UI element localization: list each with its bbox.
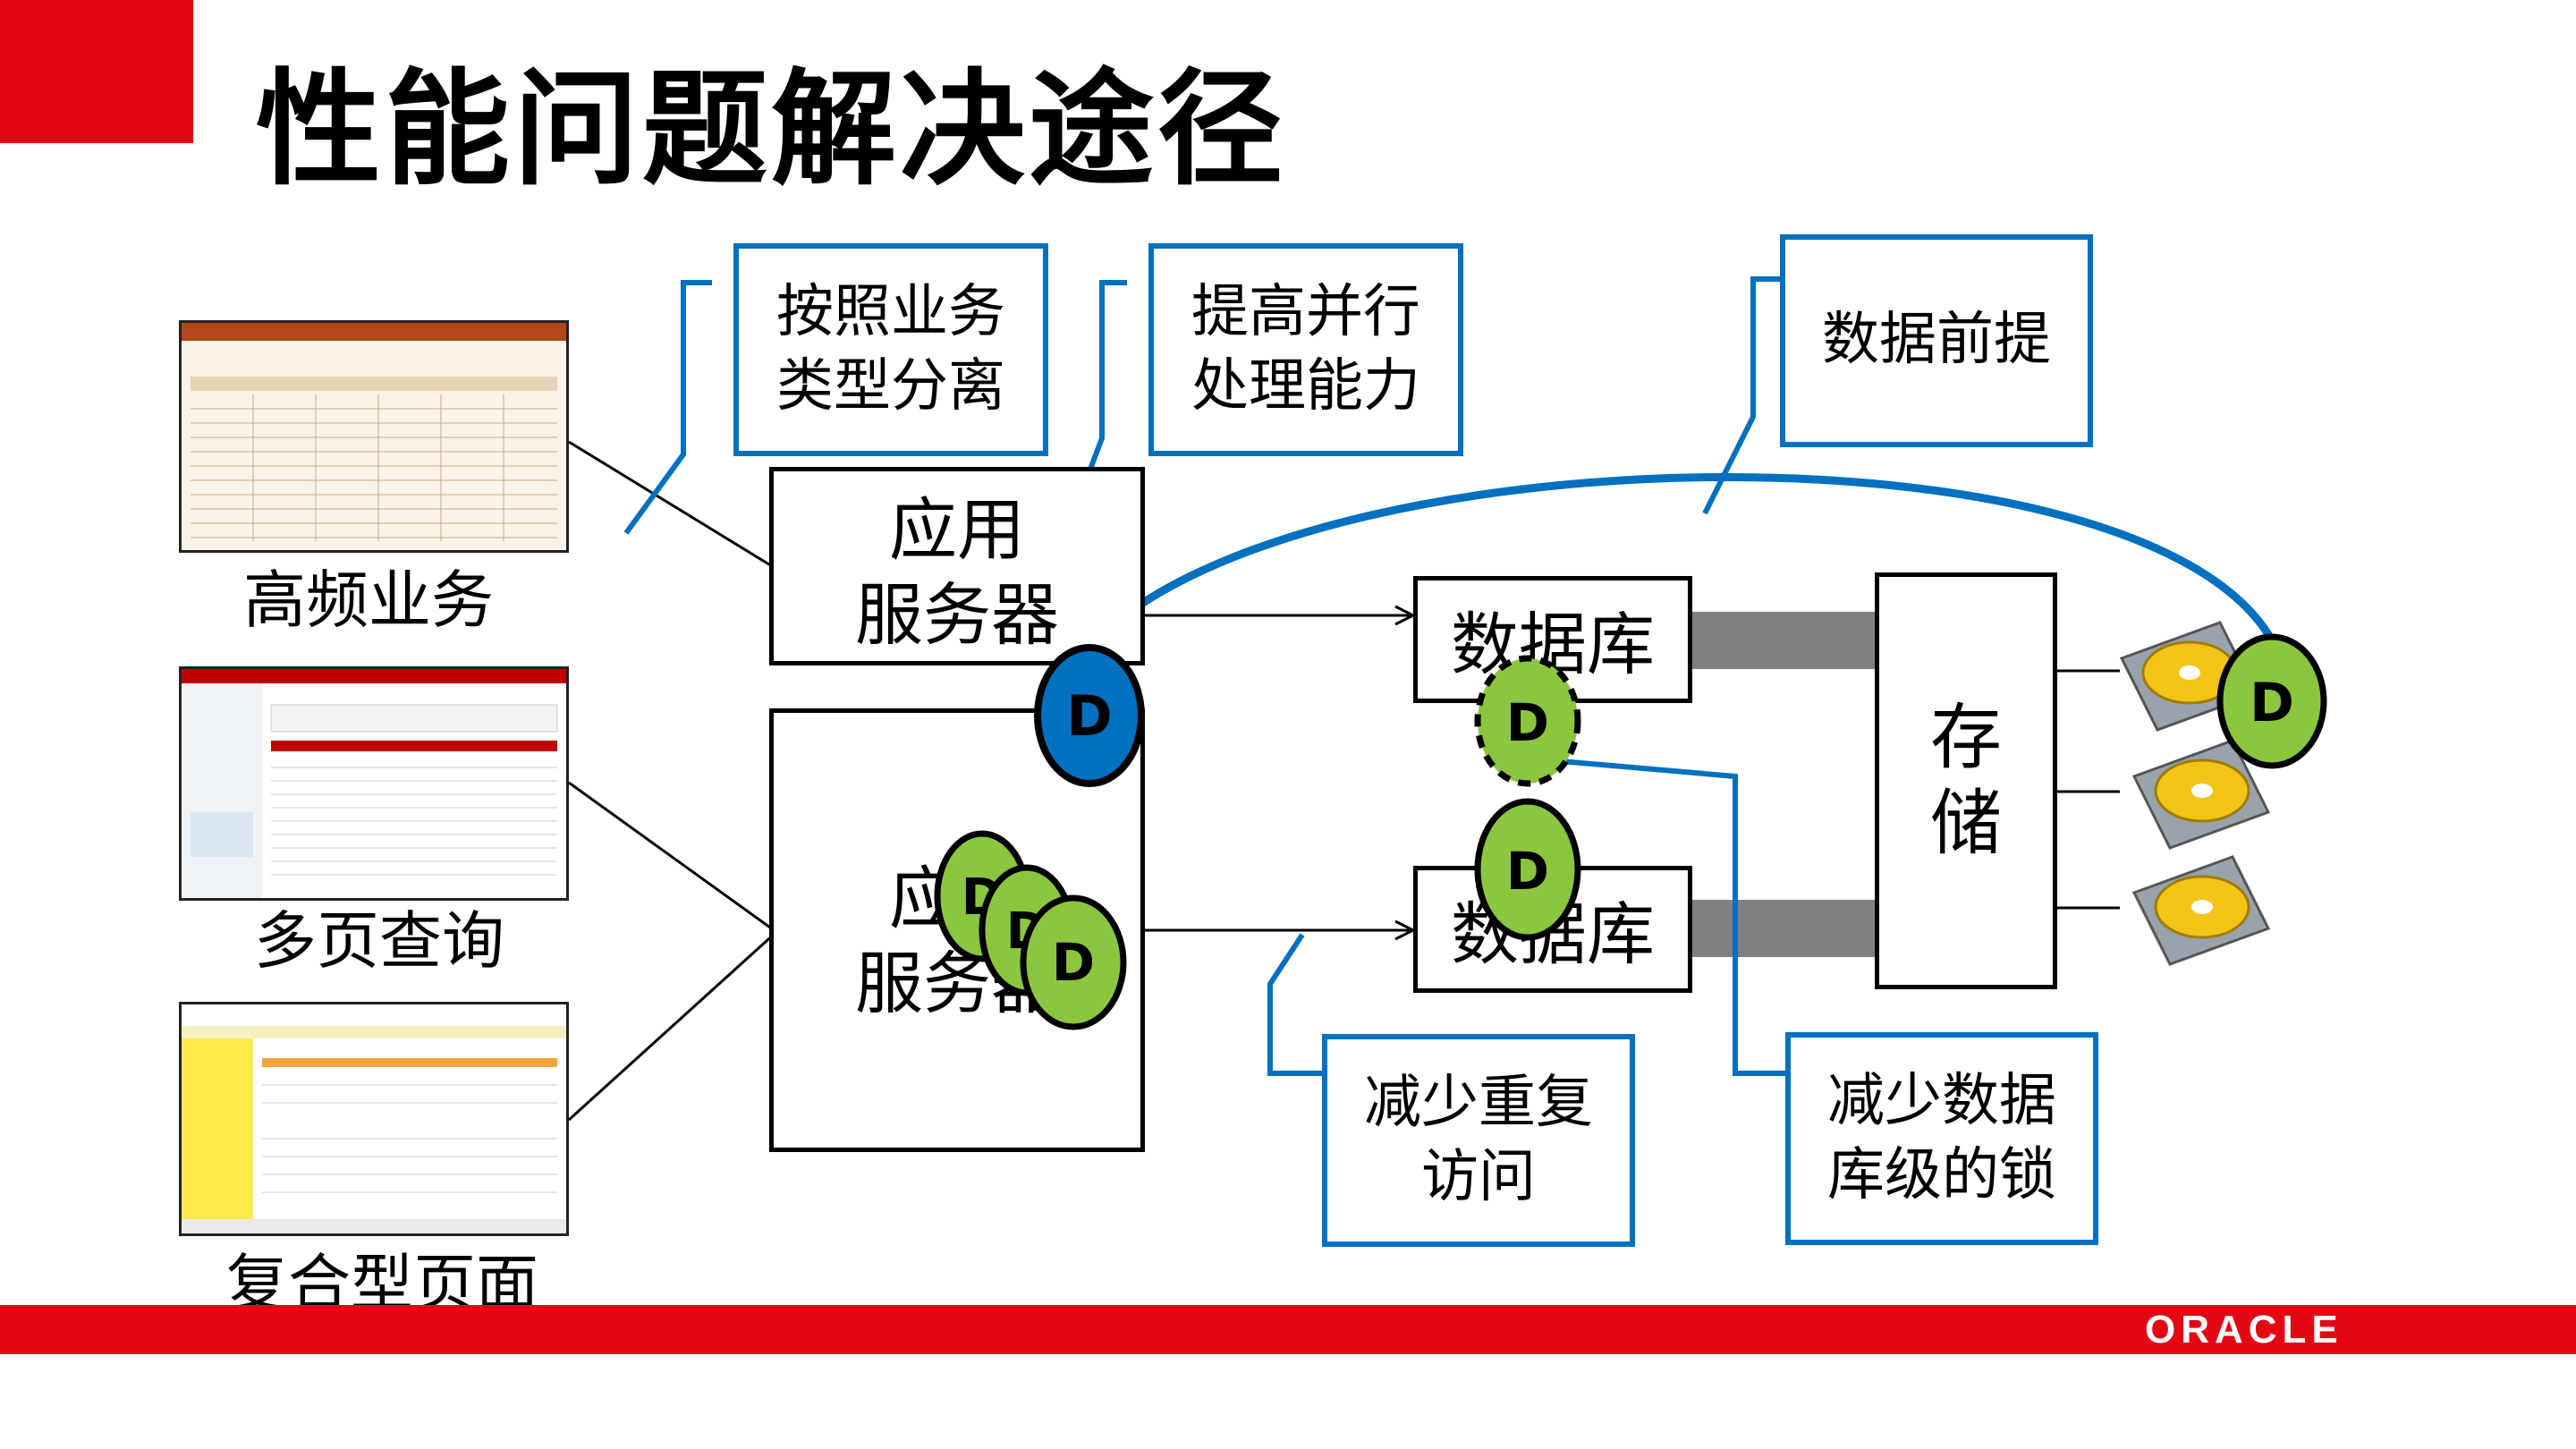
callout-data-prefetch: 数据前提	[1780, 234, 2093, 447]
brand-corner-block	[0, 0, 193, 143]
storage-disk-lines	[2054, 669, 2120, 910]
callout-reduce-db-locks: 减少数据 库级的锁	[1785, 1032, 2098, 1245]
callout-separate-text: 按照业务 类型分离	[776, 278, 1005, 419]
app-server-bottom: 应用 服务器	[769, 708, 1145, 1152]
callout-prefetch-text: 数据前提	[1822, 307, 2051, 374]
footer-bar	[0, 1305, 2576, 1354]
callout-parallel-text: 提高并行 处理能力	[1191, 278, 1420, 419]
bank-page-screenshot	[182, 1004, 566, 1233]
database-bottom-label: 数据库	[1451, 894, 1655, 974]
source-lines	[567, 440, 778, 1122]
callout-reduce-repeat-access: 减少重复 访问	[1322, 1034, 1635, 1247]
hard-disk-1	[2119, 621, 2258, 732]
app-server-top-label: 应用 服务器	[855, 490, 1059, 655]
oracle-logo: ORACLE	[2145, 1308, 2343, 1352]
callout-parallel-processing: 提高并行 处理能力	[1148, 243, 1463, 456]
thumbnail-composite	[179, 1002, 569, 1236]
app-server-bottom-label: 应用 服务器	[855, 859, 1059, 1023]
hard-disk-2	[2131, 739, 2271, 850]
storage-label: 存 储	[1930, 696, 2002, 865]
callout-separate-by-business: 按照业务 类型分离	[733, 243, 1048, 456]
database-top-label: 数据库	[1451, 605, 1655, 684]
thumbnail-multi-page	[179, 666, 569, 901]
app-db-arrows	[1145, 615, 1413, 930]
fx-table-screenshot	[182, 323, 566, 550]
source-label-high-frequency: 高频业务	[243, 564, 494, 637]
database-top: 数据库	[1413, 576, 1692, 703]
storage-box: 存 储	[1875, 572, 2057, 989]
hard-disk-3	[2131, 855, 2271, 966]
source-label-composite: 复合型页面	[225, 1247, 538, 1320]
callout-reduce-repeat-text: 减少重复 访问	[1364, 1069, 1593, 1210]
db-storage-pipe-top	[1692, 612, 1877, 669]
source-label-multi-page: 多页查询	[254, 904, 504, 978]
database-bottom: 数据库	[1413, 866, 1692, 993]
db-storage-pipe-bottom	[1692, 900, 1877, 957]
thumbnail-high-frequency	[179, 320, 569, 553]
prefetch-arc	[1106, 473, 2275, 643]
query-page-screenshot	[182, 669, 566, 898]
callout-reduce-locks-text: 减少数据 库级的锁	[1827, 1067, 2056, 1208]
app-server-top: 应用 服务器	[769, 467, 1145, 665]
slide-title: 性能问题解决途径	[256, 57, 1287, 203]
